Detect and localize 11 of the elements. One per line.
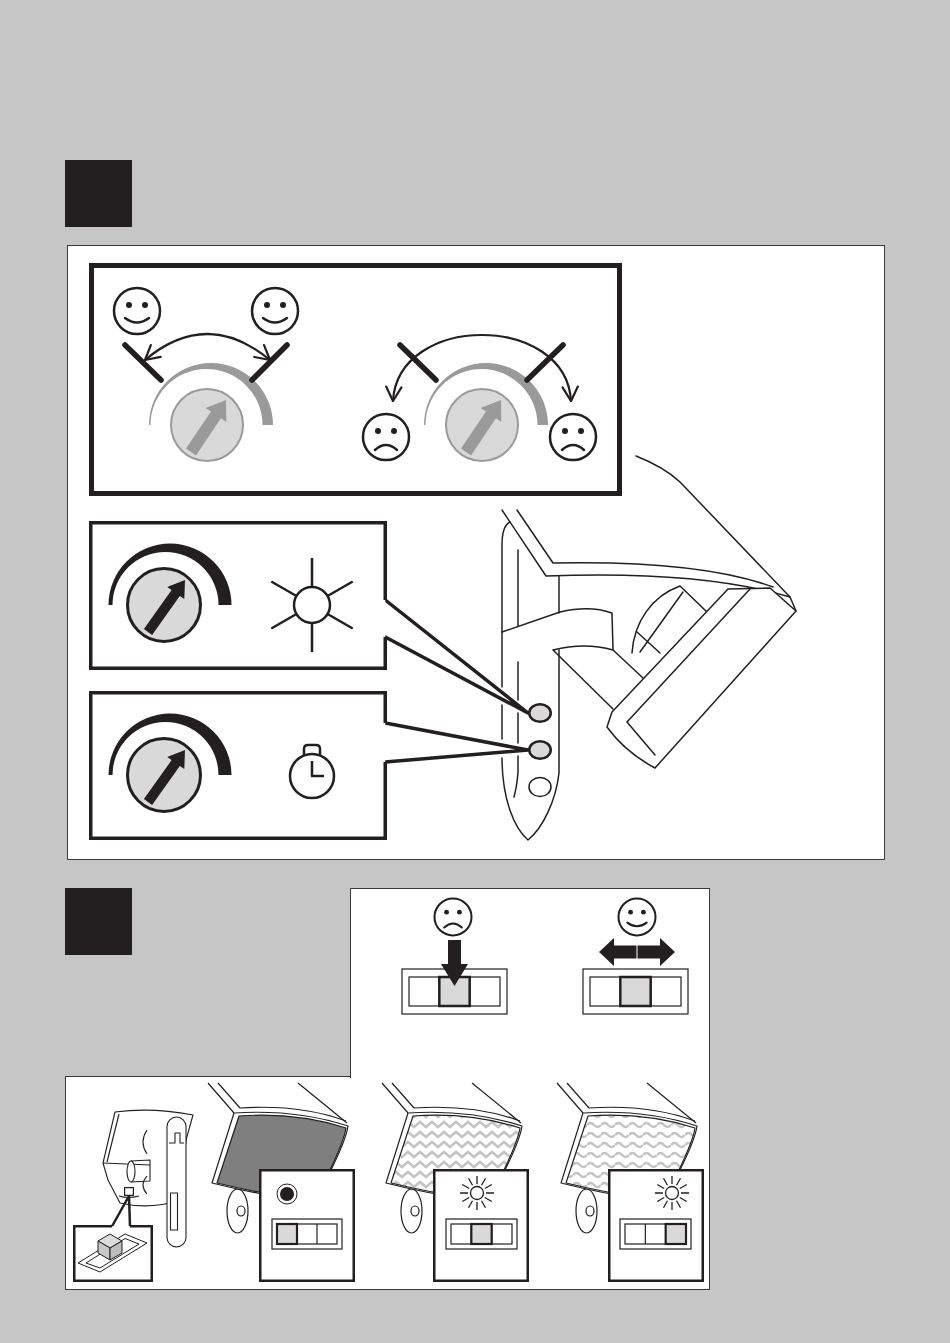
callout-frame: [89, 691, 387, 840]
inset-frame: [259, 1169, 355, 1282]
callout-pointer: [383, 598, 530, 715]
slide-switch: [124, 1187, 134, 1196]
callout-frame: [89, 521, 387, 670]
inset-frame: [608, 1169, 704, 1282]
inset-frame: [89, 263, 622, 496]
inset-frame: [433, 1169, 529, 1282]
callout-pointer: [110, 1194, 132, 1228]
callout-pointer: [383, 721, 530, 764]
callout-frame: [73, 1225, 153, 1282]
